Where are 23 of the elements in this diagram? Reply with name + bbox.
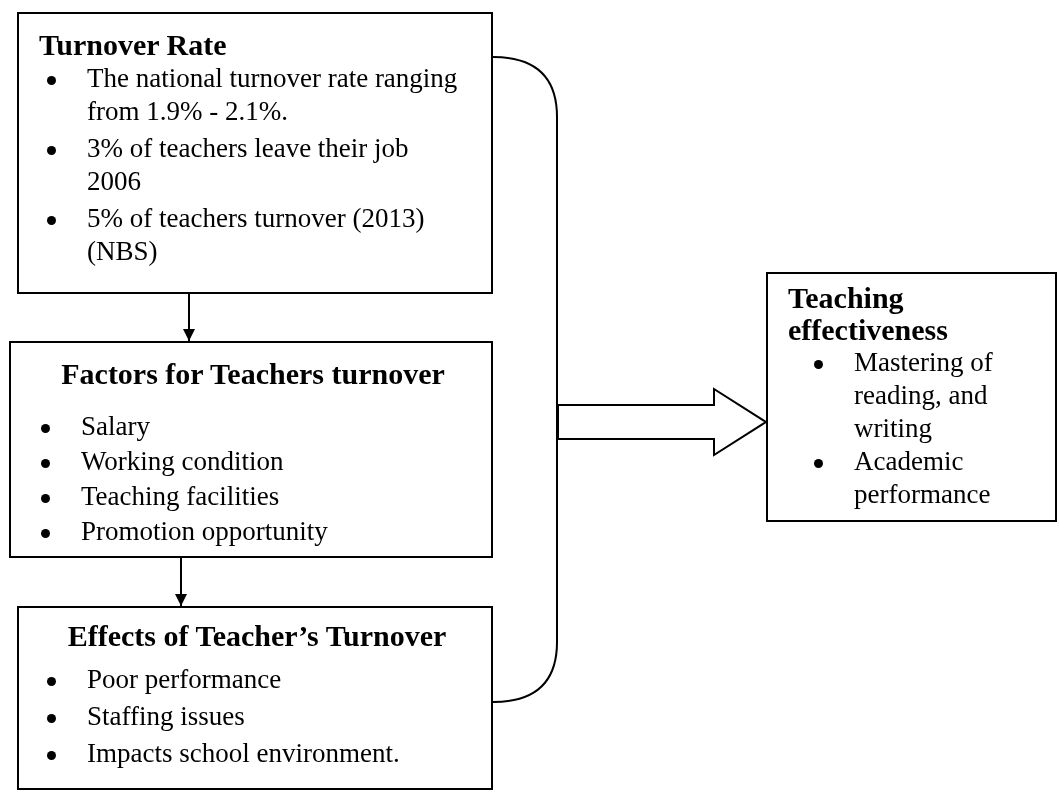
text-box xyxy=(17,606,493,790)
box-heading: Turnover Rate xyxy=(39,28,227,62)
box-heading: Factors for Teachers turnover xyxy=(61,357,445,391)
bullet-text: 5% of teachers turnover (2013)(NBS) xyxy=(87,202,426,268)
bullet-text: The national turnover rate ranging from 1.9% - 2.1%. xyxy=(87,62,459,128)
bullet-text: Salary xyxy=(81,410,151,443)
box-heading: Effects of Teacher’s Turnover xyxy=(67,619,447,653)
block-arrow xyxy=(557,387,768,457)
bullet-text: Promotion opportunity xyxy=(81,515,329,548)
text-box xyxy=(17,12,493,294)
arrow xyxy=(175,557,187,607)
text-box xyxy=(9,341,493,558)
bullet-text: Poor performance xyxy=(87,663,283,696)
bullet-text: 3% of teachers leave their job 2006 xyxy=(87,132,410,198)
bullet-text: Mastering of reading, and writing xyxy=(854,346,994,445)
bullet-text: Impacts school environment. xyxy=(87,737,401,770)
text-box xyxy=(766,272,1057,522)
bullet-text: Teaching facilities xyxy=(81,480,281,513)
box-heading: Teaching effectiveness xyxy=(788,282,949,346)
bullet-text: Working condition xyxy=(81,445,285,478)
arrow xyxy=(183,293,195,342)
bullet-text: Staffing issues xyxy=(87,700,246,733)
bullet-text: Academic performance xyxy=(854,445,992,511)
